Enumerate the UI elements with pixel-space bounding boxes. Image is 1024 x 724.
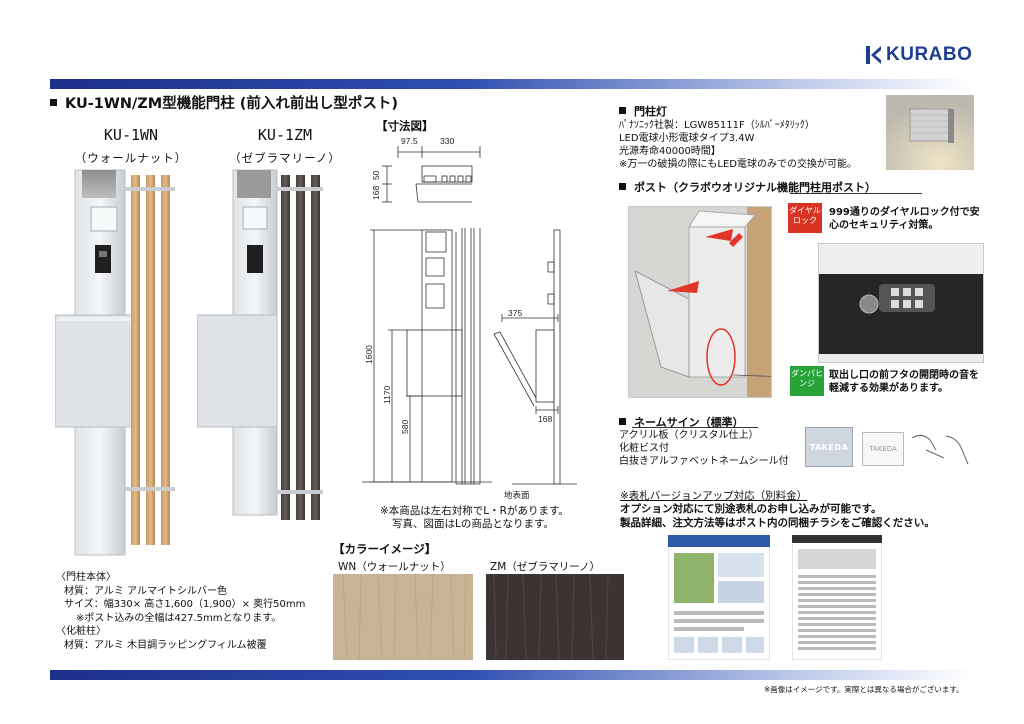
dial-lock-photo <box>818 243 984 363</box>
post-photo <box>628 206 772 398</box>
body-spec: 〈門柱本体〉 材質：アルミ アルマイトシルバー色 サイズ：幅330× 高さ1,6… <box>56 571 336 652</box>
model-code-zm: KU-1ZM <box>257 126 313 144</box>
ground-label: 地表面 <box>504 490 530 500</box>
dial-lock-text: 999通りのダイヤルロック付で安心のセキュリティ対策。 <box>829 207 980 231</box>
lamp-life: 光源寿命40000時間】 <box>619 146 721 157</box>
logo-text: KURABO <box>886 44 973 65</box>
flyer-thumbnail-2 <box>792 535 882 660</box>
name-sign-screws: 化粧ビス付 <box>619 443 669 454</box>
footer-note: ※画像はイメージです。実際とは異なる場合がございます。 <box>764 685 964 694</box>
dim-label-375: 375 <box>508 308 522 318</box>
hands-applying-icon <box>911 434 969 465</box>
name-sign-sample-text: TAKEDA <box>809 442 849 452</box>
lamp-note: ※万一の破損の際にもLED電球のみでの交換が可能。 <box>619 159 857 170</box>
name-sign-bullet-icon <box>619 417 626 425</box>
dim-label-1170: 1170 <box>382 385 392 404</box>
body-spec-material: 材質：アルミ アルマイトシルバー色 <box>64 585 227 597</box>
decor-pillar-heading: 〈化粧柱〉 <box>56 626 106 637</box>
option-heading: ※表札バージョンアップ対応（別料金） <box>620 490 808 502</box>
name-sign-underline <box>632 427 758 428</box>
dim-label-330: 330 <box>440 136 454 146</box>
name-sign-heading-text: ネームサイン（標準） <box>634 416 744 429</box>
page-title-text: KU-1WN/ZM型機能門柱 (前入れ前出し型ポスト) <box>65 96 399 112</box>
name-sign-heading: ネームサイン（標準） <box>619 414 744 430</box>
lamp-heading: 門柱灯 <box>619 103 884 119</box>
name-sign-sticker-text: TAKEDA <box>869 445 897 453</box>
swatch-label-zm: ZM（ゼブラマリーノ） <box>490 561 601 573</box>
damper-hinge-badge: ダンパヒンジ <box>790 366 824 396</box>
name-sign-sticker: TAKEDA <box>862 432 904 466</box>
product-image-wn <box>55 169 175 556</box>
swatch-zm <box>486 574 624 660</box>
lamp-maker: ﾊﾟﾅｿﾆｯｸ社製：LGW85111F（ｼﾙﾊﾞｰﾒﾀﾘｯｸ） <box>619 120 815 131</box>
kurabo-logo: KURABO <box>866 44 978 66</box>
lamp-bulb: LED電球小形電球タイプ3.4W <box>619 133 755 144</box>
damper-hinge-text: 取出し口の前フタの開閉時の音を軽減する効果があります。 <box>829 370 979 394</box>
post-heading: ポスト（クラボウオリジナル機能門柱用ポスト） <box>619 179 876 195</box>
dim-label-97-5: 97.5 <box>401 136 418 146</box>
dim-label-168: 168 <box>371 186 381 200</box>
lamp-bullet-icon <box>619 106 626 114</box>
lamp-section: 門柱灯 ﾊﾟﾅｿﾆｯｸ社製：LGW85111F（ｼﾙﾊﾞｰﾒﾀﾘｯｸ） LED電… <box>619 103 884 171</box>
lamp-photo <box>886 95 974 170</box>
dimension-heading: 【寸法図】 <box>376 119 434 133</box>
post-bullet-icon <box>619 182 626 190</box>
dimension-note-1: ※本商品は左右対称でL・Rがあります。 <box>380 505 569 517</box>
kurabo-logo-mark-icon <box>866 46 881 64</box>
name-sign-sample-plate: TAKEDA <box>805 427 853 467</box>
dimension-note-2: 写真、図面はLの商品となります。 <box>392 518 554 530</box>
post-heading-underline <box>790 193 922 194</box>
lamp-heading-text: 門柱灯 <box>634 105 667 118</box>
swatch-label-wn: WN（ウォールナット） <box>338 561 451 573</box>
body-spec-width-note: ※ポスト込みの全幅は427.5mmとなります。 <box>76 612 282 624</box>
dimension-drawing: 97.5 330 168 50 375 1600 1170 580 168 地表… <box>362 136 577 500</box>
page-title: KU-1WN/ZM型機能門柱 (前入れ前出し型ポスト) <box>50 92 398 113</box>
dimension-notes: ※本商品は左右対称でL・Rがあります。 写真、図面はLの商品となります。 <box>380 505 569 531</box>
dim-label-168b: 168 <box>538 414 552 424</box>
model-color-wn: （ウォールナット） <box>74 151 188 165</box>
option-line-1: オプション対応にて別途表札のお申し込みが可能です。 <box>620 503 882 515</box>
model-color-zm: （ゼブラマリーノ） <box>229 151 341 165</box>
flyer-thumbnail-1 <box>668 535 770 660</box>
swatch-wn <box>333 574 473 660</box>
dim-label-50: 50 <box>371 170 381 180</box>
footer-bar <box>50 670 974 680</box>
body-spec-heading: 〈門柱本体〉 <box>56 572 116 583</box>
dim-label-580: 580 <box>400 420 410 434</box>
color-image-heading: 【カラーイメージ】 <box>333 542 437 556</box>
name-sign-seal: 白抜きアルファベットネームシール付 <box>619 456 789 467</box>
body-spec-size: サイズ：幅330× 高さ1,600（1,900）× 奥行50mm <box>64 599 306 610</box>
post-heading-text: ポスト（クラボウオリジナル機能門柱用ポスト） <box>634 181 876 194</box>
model-code-wn: KU-1WN <box>103 126 159 144</box>
option-text: オプション対応にて別途表札のお申し込みが可能です。 製品詳細、注文方法等はポスト… <box>620 502 935 530</box>
header-bar <box>50 79 974 89</box>
title-bullet-icon <box>50 98 57 106</box>
option-line-2: 製品詳細、注文方法等はポスト内の同梱チラシをご確認ください。 <box>620 517 935 529</box>
dim-label-1600: 1600 <box>364 345 374 364</box>
decor-pillar-material: 材質：アルミ 木目調ラッピングフィルム被覆 <box>64 639 267 651</box>
name-sign-material: アクリル板（クリスタル仕上） <box>619 430 759 441</box>
name-sign-details: アクリル板（クリスタル仕上） 化粧ビス付 白抜きアルファベットネームシール付 <box>619 429 799 468</box>
dial-lock-badge: ダイヤルロック <box>788 203 822 233</box>
product-image-zm <box>197 169 323 520</box>
